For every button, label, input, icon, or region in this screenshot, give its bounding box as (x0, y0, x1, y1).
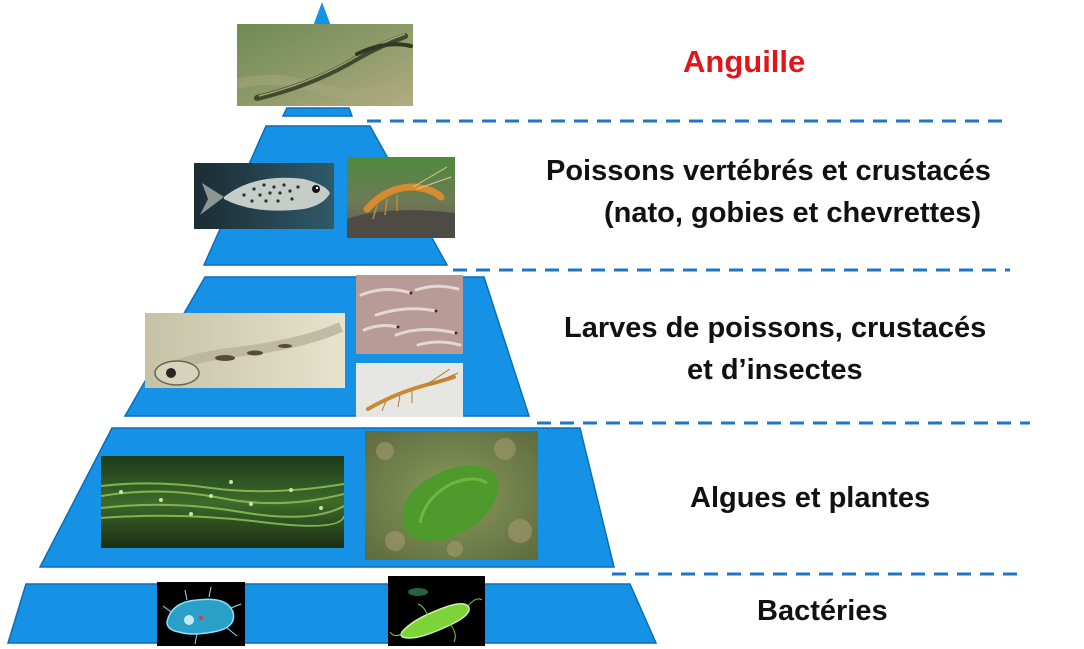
green-algae-photo (365, 431, 538, 560)
level-label-anguille: Anguille (683, 40, 805, 85)
label-line: (nato, gobies et chevrettes) (604, 197, 982, 230)
bacterium-blue-icon (157, 582, 245, 646)
label-line: Anguille (683, 44, 806, 79)
bacterium-green-icon (388, 576, 485, 646)
fish-larva-photo (145, 313, 345, 388)
level-label-poissons: Poissons vertébrés et crustacés (nato, g… (546, 150, 991, 234)
label-line: Larves de poissons, crustacés (564, 312, 987, 344)
spotted-fish-photo (194, 163, 334, 229)
water-plants-photo (101, 456, 344, 548)
label-line: Bactéries (757, 595, 888, 627)
tier-apex-base (281, 107, 354, 117)
eel-photo (237, 24, 413, 106)
crustacean-larva-photo (356, 363, 463, 417)
level-label-larves: Larves de poissons, crustacés et d’insec… (564, 307, 986, 391)
label-line: Algues et plantes (690, 482, 931, 514)
level-label-algues: Algues et plantes (690, 477, 930, 519)
shrimp-photo (347, 157, 455, 238)
label-line: et d’insectes (687, 354, 863, 387)
tier-apex-tip (313, 2, 331, 26)
label-line: Poissons vertébrés et crustacés (546, 155, 991, 187)
level-label-bacteries: Bactéries (757, 590, 888, 632)
juvenile-shrimp-photo (356, 275, 463, 354)
tier-bacteries (6, 583, 658, 644)
